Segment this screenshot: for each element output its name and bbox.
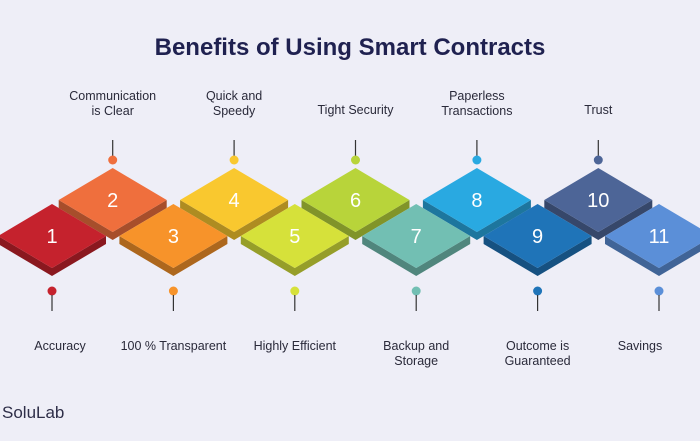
step-7-dot: [411, 286, 421, 296]
step-6-label: Tight Security: [317, 103, 394, 117]
step-1-number: 1: [46, 226, 57, 248]
brand-logo-text: SoluLab: [2, 403, 65, 422]
step-6: 6: [301, 168, 410, 240]
step-9-top: [483, 204, 592, 268]
step-11: 11: [605, 204, 700, 276]
step-4-dot: [229, 155, 239, 165]
step-10-top: [544, 168, 653, 232]
step-10-label: Trust: [584, 103, 613, 117]
step-11-dot: [654, 286, 664, 296]
step-1: 1: [0, 204, 106, 276]
step-4: 4: [180, 168, 289, 240]
step-3: 3: [119, 204, 228, 276]
step-5-label: Highly Efficient: [253, 339, 337, 353]
step-8-side: [422, 200, 531, 240]
step-1-side: [0, 236, 106, 276]
step-3-label: 100 % Transparent: [120, 339, 227, 353]
step-5-dot: [290, 286, 300, 296]
step-10: 10: [544, 168, 653, 240]
step-6-dot: [351, 155, 360, 165]
page-title: Benefits of Using Smart Contracts: [154, 34, 546, 61]
step-11-label: Savings: [617, 339, 663, 353]
step-4-number: 4: [229, 190, 240, 212]
step-7-top: [362, 204, 471, 268]
step-9-number: 9: [532, 226, 543, 248]
step-7-number: 7: [411, 226, 422, 248]
step-7-label: Backup and Storage: [383, 339, 450, 368]
step-2-label: Communication is Clear: [69, 89, 157, 118]
step-5-number: 5: [289, 226, 300, 248]
step-1-top: [0, 204, 106, 268]
step-8: 8: [422, 168, 531, 240]
step-8-label: Paperless Transactions: [441, 89, 513, 118]
step-5-top: [240, 204, 349, 268]
step-1-label: Accuracy: [34, 339, 86, 353]
step-7: 7: [362, 204, 471, 276]
step-2-number: 2: [107, 190, 118, 212]
step-11-top: [605, 204, 700, 268]
step-3-top: [119, 204, 228, 268]
step-8-top: [422, 168, 531, 232]
step-5: 5: [240, 204, 349, 276]
step-9-label: Outcome is Guaranteed: [504, 339, 571, 368]
step-10-dot: [593, 155, 603, 165]
step-1-dot: [47, 286, 57, 296]
step-9: 9: [483, 204, 592, 276]
step-3-dot: [168, 286, 178, 296]
step-8-number: 8: [471, 190, 482, 212]
step-3-number: 3: [168, 226, 179, 248]
step-2-dot: [108, 155, 118, 165]
step-6-number: 6: [350, 190, 361, 212]
step-6-top: [301, 168, 410, 232]
step-4-top: [180, 168, 289, 232]
step-11-side: [605, 236, 700, 276]
step-4-label: Quick and Speedy: [205, 89, 263, 118]
step-9-dot: [533, 286, 543, 296]
step-8-dot: [472, 155, 482, 165]
step-10-number: 10: [587, 190, 609, 212]
step-11-number: 11: [649, 226, 670, 248]
step-2: 2: [58, 168, 167, 240]
step-2-top: [58, 168, 167, 232]
